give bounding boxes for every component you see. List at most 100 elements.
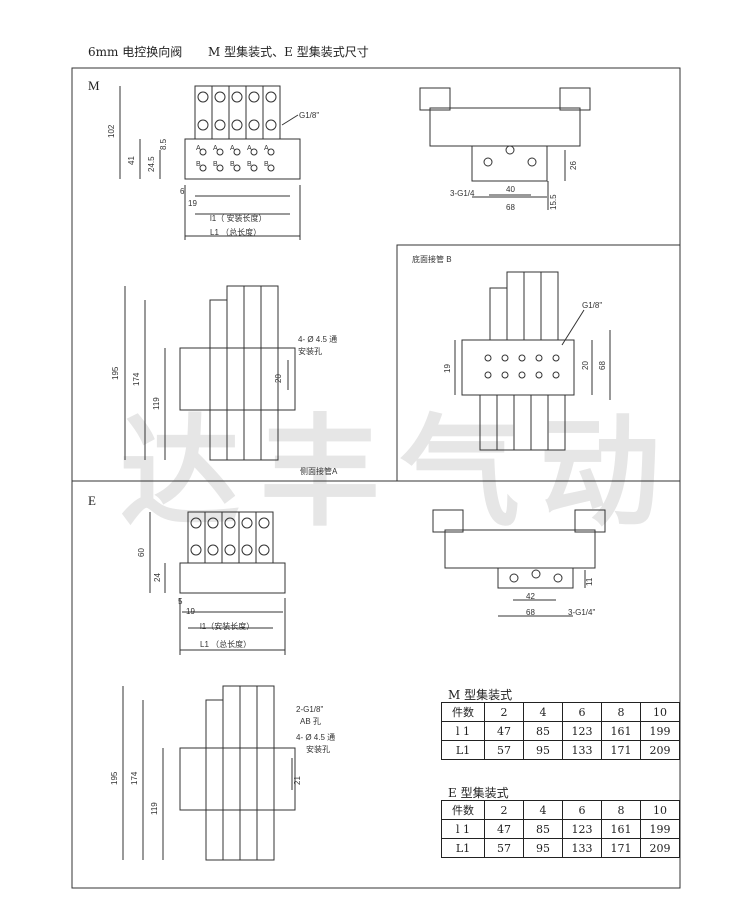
table-cell: 171 — [601, 838, 641, 858]
table-row: 件数 2 4 6 8 10 — [441, 800, 680, 820]
table-cell: L1 — [441, 838, 485, 858]
m-dim-40: 40 — [506, 185, 515, 194]
e-dim-21: 21 — [293, 776, 302, 785]
table-row: L1 57 95 133 171 209 — [441, 740, 680, 760]
bottom-dim-19: 19 — [443, 364, 452, 373]
table-cell: 123 — [562, 819, 602, 839]
table-cell: 209 — [640, 740, 680, 760]
table-cell: 85 — [523, 819, 563, 839]
table-cell: 47 — [484, 819, 524, 839]
page-title: 6mm 电控换向阀 M 型集装式、E 型集装式尺寸 — [88, 43, 391, 60]
table-e-caption: E 型集装式 — [448, 786, 509, 800]
e-dim-5: 5 — [178, 597, 183, 606]
m-dim-195: 195 — [111, 366, 120, 380]
table-cell: 8 — [601, 800, 641, 820]
e-dim-11: 11 — [585, 577, 594, 586]
m-side-port: 3-G1/4 — [450, 189, 475, 198]
e-dim-195: 195 — [110, 771, 119, 785]
m-dim-68: 68 — [506, 203, 515, 212]
table-cell: l 1 — [441, 721, 485, 741]
table-cell: 95 — [523, 740, 563, 760]
table-cell: 133 — [562, 838, 602, 858]
e-dim-42: 42 — [526, 592, 535, 601]
table-e: 件数 2 4 6 8 10 l 1 47 85 123 161 199 L1 5… — [441, 800, 680, 858]
e-side-view — [432, 509, 606, 617]
table-cell: 171 — [601, 740, 641, 760]
e-dim-60: 60 — [137, 548, 146, 557]
table-cell: 件数 — [441, 800, 485, 820]
table-row: l 1 47 85 123 161 199 — [441, 819, 680, 839]
table-cell: 4 — [523, 800, 563, 820]
table-cell: 57 — [484, 838, 524, 858]
m-dim-41: 41 — [127, 156, 136, 165]
table-row: L1 57 95 133 171 209 — [441, 838, 680, 858]
svg-text:A: A — [213, 145, 218, 152]
table-cell: L1 — [441, 740, 485, 760]
table-m-caption: M 型集装式 — [448, 688, 513, 702]
table-cell: 209 — [640, 838, 680, 858]
title-product: 6mm 电控换向阀 — [88, 45, 183, 59]
svg-text:B: B — [230, 161, 235, 168]
e-dim-19: 19 — [186, 607, 195, 616]
m-side-view — [419, 87, 591, 210]
m-hole-label2: 安装孔 — [298, 346, 322, 356]
title-subject: M 型集装式、E 型集装式尺寸 — [208, 45, 369, 59]
e-dim-68: 68 — [526, 608, 535, 617]
table-cell: 123 — [562, 721, 602, 741]
table-cell: 161 — [601, 721, 641, 741]
table-cell: 95 — [523, 838, 563, 858]
e-front-view — [122, 685, 296, 861]
table-cell: 6 — [562, 702, 602, 722]
e-port-label: 2-G1/8" — [296, 705, 323, 714]
table-cell: 10 — [640, 800, 680, 820]
bottom-pipe-frame — [396, 244, 681, 482]
m-dim-174: 174 — [132, 372, 141, 386]
m-port-label: G1/8" — [299, 111, 319, 120]
svg-text:A: A — [264, 145, 269, 152]
e-hole-label2: 安装孔 — [306, 744, 330, 754]
m-side-pipe-view — [124, 285, 296, 461]
e-dim-174: 174 — [130, 771, 139, 785]
table-cell: 199 — [640, 819, 680, 839]
bottom-port-label: G1/8" — [582, 301, 602, 310]
m-dim-26: 26 — [569, 161, 578, 170]
section-m-frame — [71, 67, 681, 482]
table-cell: 2 — [484, 702, 524, 722]
e-port-label2: AB 孔 — [300, 717, 321, 726]
bottom-dim-68: 68 — [598, 361, 607, 370]
svg-text:B: B — [247, 161, 252, 168]
m-bottom-pipe-view — [454, 271, 611, 451]
bottom-pipe-label: 底面接管 B — [412, 254, 452, 264]
m-hole-label: 4- Ø 4.5 通 — [298, 334, 337, 344]
m-side-pipe-label: 侧面接管A — [300, 466, 338, 476]
table-cell: 47 — [484, 721, 524, 741]
e-dim-L1: L1 （总长度） — [200, 639, 251, 649]
table-m: 件数 2 4 6 8 10 l 1 47 85 123 161 199 L1 5… — [441, 702, 680, 760]
table-row: l 1 47 85 123 161 199 — [441, 721, 680, 741]
m-dim-6: 6 — [180, 187, 185, 196]
e-hole-label: 4- Ø 4.5 通 — [296, 732, 335, 742]
m-dim-20: 20 — [274, 374, 283, 383]
table-cell: 85 — [523, 721, 563, 741]
e-top-view — [149, 511, 286, 655]
section-e-frame — [71, 480, 681, 889]
section-m-label: M — [88, 78, 100, 93]
m-dim-L1: L1 （总长度） — [210, 227, 261, 237]
m-dim-l1: l1（ 安装长度） — [210, 213, 266, 223]
svg-text:B: B — [213, 161, 218, 168]
table-row: 件数 2 4 6 8 10 — [441, 702, 680, 722]
bottom-dim-20: 20 — [581, 361, 590, 370]
m-dim-102: 102 — [107, 124, 116, 138]
table-cell: l 1 — [441, 819, 485, 839]
e-dim-l1: l1（安装长度） — [200, 621, 254, 631]
table-cell: 10 — [640, 702, 680, 722]
table-cell: 件数 — [441, 702, 485, 722]
m-dim-24-5: 24.5 — [147, 156, 156, 172]
svg-text:B: B — [196, 161, 201, 168]
table-cell: 8 — [601, 702, 641, 722]
svg-text:A: A — [196, 145, 201, 152]
table-cell: 161 — [601, 819, 641, 839]
svg-text:A: A — [247, 145, 252, 152]
m-dim-119: 119 — [152, 397, 161, 410]
